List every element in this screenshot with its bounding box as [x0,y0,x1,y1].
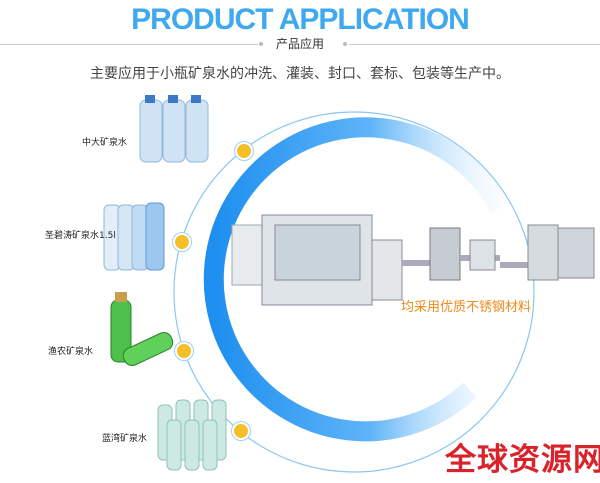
outer-ring [173,111,535,473]
bottles-1-image [139,95,209,163]
divider-right [349,44,600,45]
divider-dot [259,42,263,46]
divider-left [0,44,258,45]
timeline-dot [235,142,253,160]
timeline-dot [232,422,250,440]
product-label: 渔农矿泉水 [48,347,94,357]
product-label: 中大矿泉水 [82,138,128,148]
bottles-2-image [103,202,165,271]
description: 主要应用于小瓶矿泉水的冲洗、灌装、封口、套标、包装等生产中。 [90,66,510,82]
timeline-dot [173,233,191,251]
product-label: 圣碧涛矿泉水1.5l [45,231,116,241]
watermark: 全球资源网 [445,442,600,478]
page-title: PRODUCT APPLICATION [131,3,470,36]
bottles-3-image [110,292,174,367]
machine-caption: 均采用优质不锈钢材料 [401,300,532,315]
timeline-dot [175,342,193,360]
thick-arc [203,117,509,442]
filling-machine-image [231,214,595,306]
bottles-4-image [157,399,227,471]
product-label: 蓝湾矿泉水 [102,434,148,444]
divider-dot [343,42,347,46]
page-subtitle: 产品应用 [275,37,324,51]
